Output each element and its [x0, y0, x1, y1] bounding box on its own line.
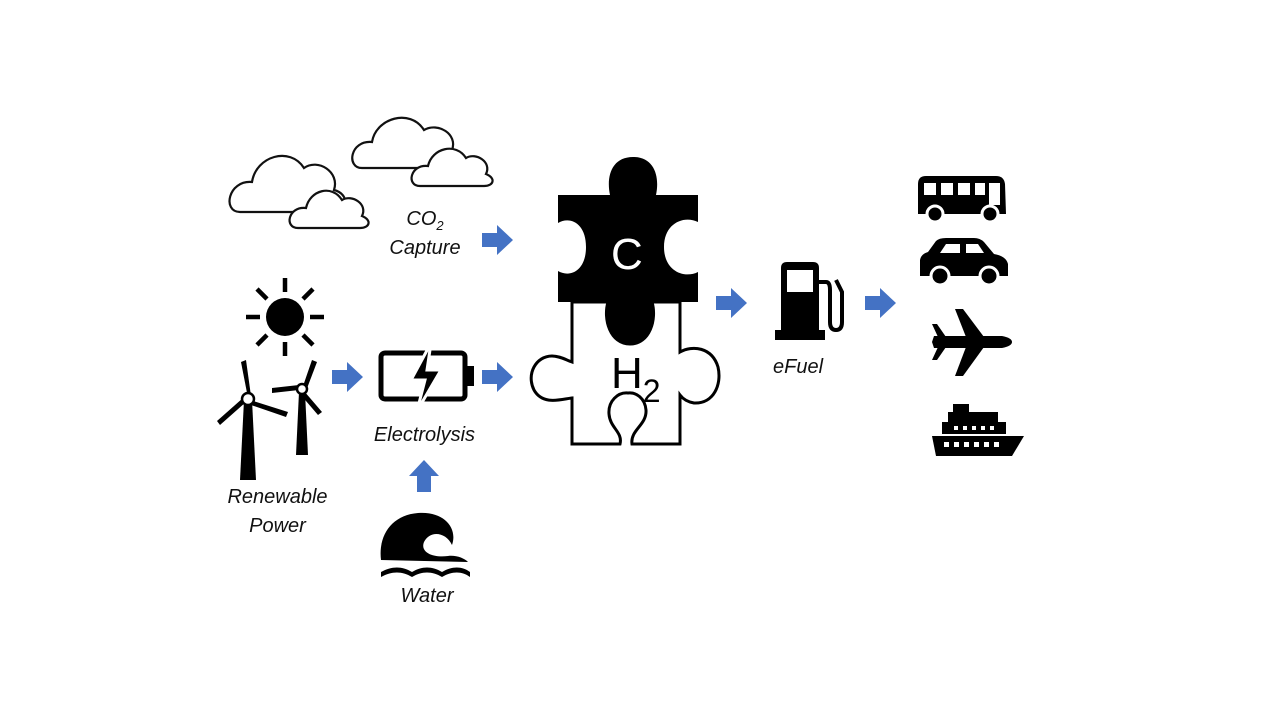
airplane-icon — [932, 309, 1012, 376]
co2-label: CO2 — [370, 205, 480, 240]
wind-turbine-icon — [272, 360, 322, 455]
fuel-pump-icon — [775, 262, 844, 340]
electrolysis-label: Electrolysis — [373, 424, 476, 446]
flow-arrow-efuel-to-transport — [865, 288, 896, 318]
puzzle-icon — [529, 157, 721, 446]
cloud-icon — [410, 147, 494, 188]
wind-turbine-icon — [217, 360, 288, 480]
flow-arrow-puzzle-to-efuel — [716, 288, 747, 318]
sun-icon — [246, 278, 324, 356]
bus-icon — [918, 176, 1006, 224]
co2-label-subscript: 2 — [436, 218, 444, 233]
hydrogen-letter-main: H — [611, 349, 643, 398]
capture-label: Capture — [389, 237, 461, 259]
hydrogen-letter-subscript: 2 — [642, 373, 661, 409]
flow-arrow-electrolysis-to-hydrogen — [482, 362, 513, 392]
flow-arrow-water-to-electrolysis — [409, 460, 439, 492]
flow-arrow-renewable-to-electrolysis — [332, 362, 363, 392]
flow-arrow-co2-to-carbon — [482, 225, 513, 255]
ship-icon — [932, 404, 1024, 456]
cloud-icon — [288, 189, 370, 230]
co2-label-main: CO — [406, 208, 437, 230]
carbon-letter: C — [611, 230, 643, 279]
hydrogen-letter: H2 — [611, 349, 661, 409]
battery-icon — [378, 342, 474, 412]
car-icon — [920, 238, 1008, 287]
renewable-power-label-line1: Renewable — [227, 486, 328, 508]
efuel-label: eFuel — [772, 356, 824, 378]
renewable-power-label-line2: Power — [249, 515, 306, 537]
water-label: Water — [400, 585, 454, 607]
water-wave-icon — [380, 512, 470, 577]
